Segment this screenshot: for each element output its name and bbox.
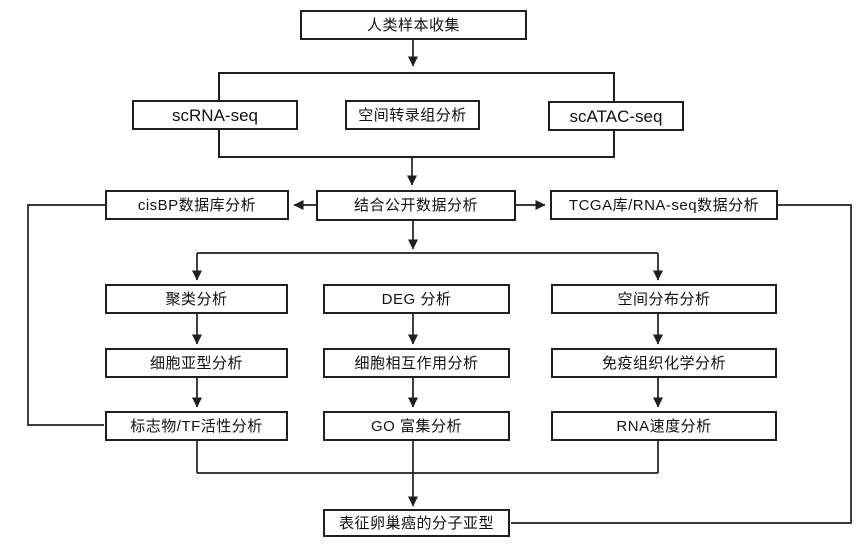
node-sample-collection: 人类样本收集 <box>300 10 527 40</box>
node-tcga-rnaseq: TCGA库/RNA-seq数据分析 <box>550 190 778 220</box>
node-marker-tf-activity: 标志物/TF活性分析 <box>105 411 288 441</box>
node-scatac-seq: scATAC-seq <box>548 101 684 131</box>
node-spatial-transcriptome: 空间转录组分析 <box>345 100 480 130</box>
node-cell-interaction: 细胞相互作用分析 <box>323 348 510 378</box>
node-deg-analysis: DEG 分析 <box>323 284 510 314</box>
connector-cisbp-feedback-left <box>27 204 105 426</box>
node-immunohistochemistry: 免疫组织化学分析 <box>551 348 777 378</box>
node-go-enrichment: GO 富集分析 <box>323 411 510 441</box>
node-cell-subtype: 细胞亚型分析 <box>105 348 288 378</box>
node-spatial-distribution: 空间分布分析 <box>551 284 777 314</box>
node-scrna-seq: scRNA-seq <box>132 100 298 130</box>
connector-tcga-feedback-right <box>511 204 852 524</box>
node-public-data: 结合公开数据分析 <box>316 190 516 221</box>
node-molecular-subtype: 表征卵巢癌的分子亚型 <box>323 509 510 537</box>
node-rna-velocity: RNA速度分析 <box>551 411 777 441</box>
node-clustering: 聚类分析 <box>105 284 288 314</box>
node-cisbp-database: cisBP数据库分析 <box>105 190 289 220</box>
